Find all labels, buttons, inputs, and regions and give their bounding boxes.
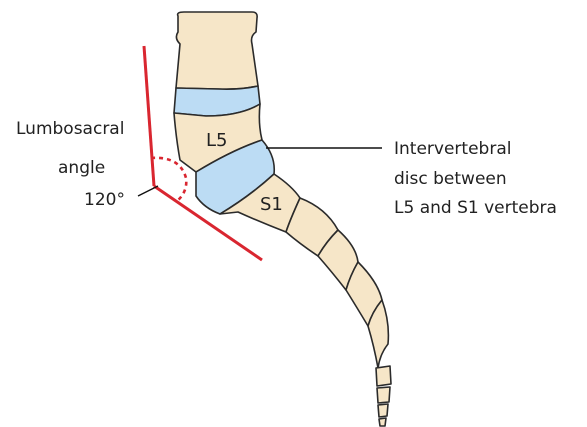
- angle-line-lumbar-axis: [144, 46, 154, 186]
- angle-name-line1: Lumbosacral: [16, 119, 124, 139]
- disc-label-line2: disc between: [394, 169, 507, 189]
- coccyx-segment-3: [378, 404, 388, 417]
- coccyx-segment-4: [379, 418, 386, 426]
- angle-value: 120°: [84, 190, 125, 210]
- vertebra-l4: [176, 12, 258, 89]
- angle-value-leader: [138, 186, 158, 196]
- coccyx-segment-1: [376, 366, 391, 386]
- vertebra-label-l5: L5: [206, 130, 227, 151]
- coccyx-segment-2: [377, 387, 390, 403]
- disc-label-line1: Intervertebral: [394, 139, 511, 159]
- disc-label-line3: L5 and S1 vertebra: [394, 198, 557, 218]
- angle-name-line2: angle: [58, 158, 105, 178]
- vertebra-label-s1: S1: [260, 194, 283, 215]
